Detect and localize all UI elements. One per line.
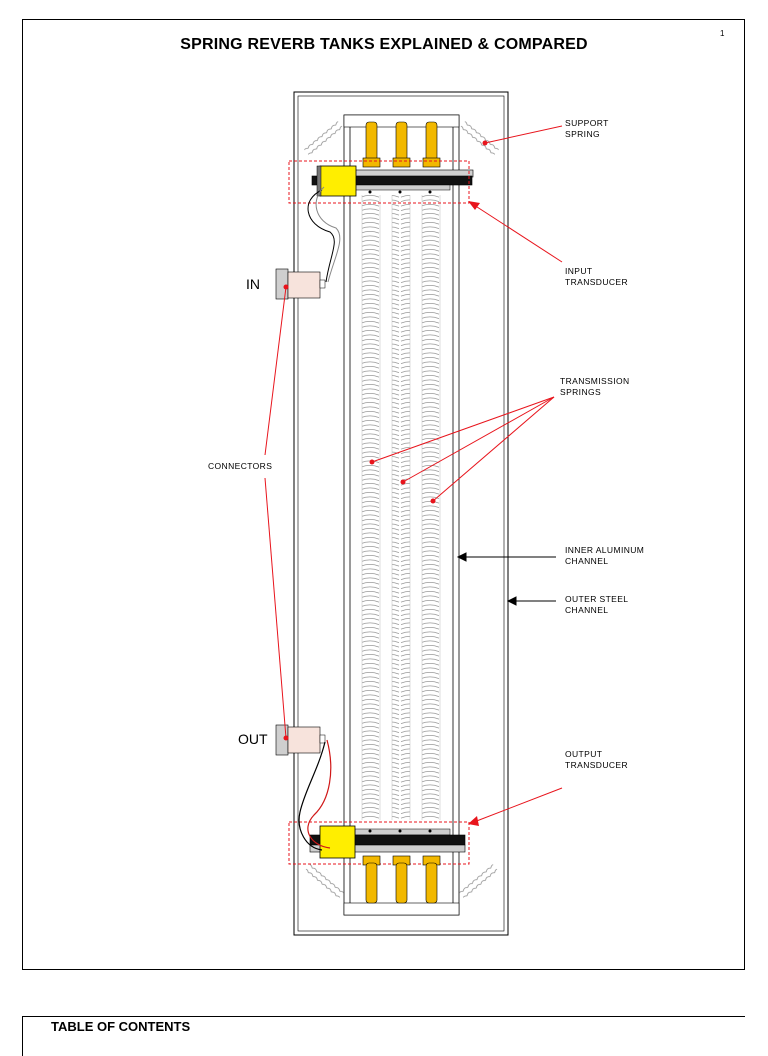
- support-spring-top-right: [458, 121, 500, 157]
- input-transducer-highlight: [288, 160, 470, 204]
- page-number: 1: [720, 29, 725, 38]
- support-spring-top-left: [303, 121, 345, 157]
- bottom-spring-mounts: [362, 855, 441, 904]
- callout-arrowheads: [468, 201, 480, 826]
- support-spring-bottom-right: [458, 864, 500, 900]
- connectors-label: CONNECTORS: [208, 461, 273, 471]
- output-transducer: [309, 825, 466, 859]
- transmission-springs: [361, 195, 441, 820]
- next-page: TABLE OF CONTENTS: [22, 1016, 745, 1056]
- output-wires: [298, 739, 332, 851]
- output-connector: [275, 724, 326, 756]
- page-title: SPRING REVERB TANKS EXPLAINED & COMPARED: [180, 36, 588, 53]
- input-wires: [307, 186, 341, 283]
- callout-dots: [283, 140, 488, 741]
- in-label: IN: [246, 276, 260, 292]
- support-spring-bottom-left: [303, 864, 345, 900]
- black-arrows: [456, 552, 556, 606]
- reverb-tank-diagram: [264, 91, 563, 936]
- input-transducer: [311, 165, 474, 197]
- top-spring-mounts: [362, 121, 441, 168]
- table-of-contents-heading: TABLE OF CONTENTS: [51, 1019, 191, 1034]
- input-connector: [275, 268, 326, 300]
- out-label: OUT: [238, 731, 268, 747]
- callout-lines: [264, 125, 563, 823]
